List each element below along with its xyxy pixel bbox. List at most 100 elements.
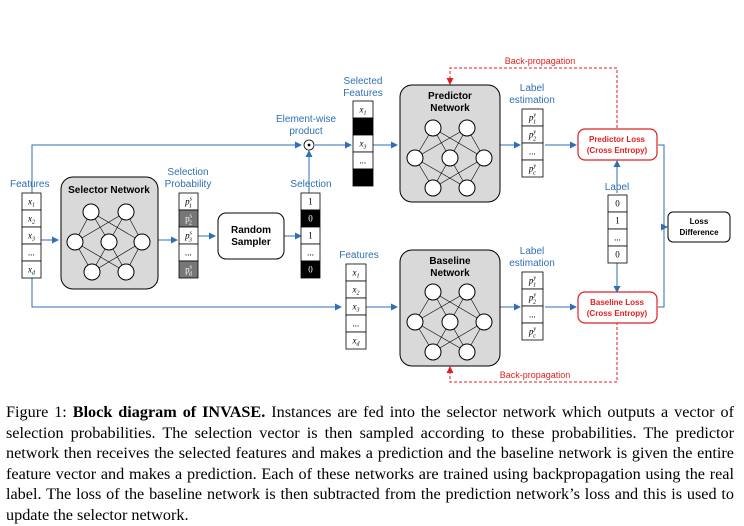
- element-wise-product: [303, 139, 315, 151]
- baseline-loss-subtitle: (Cross Entropy): [587, 309, 648, 318]
- predictor-network: Predictor Network: [399, 84, 501, 203]
- arrow-predictor-loss-to-difference: [658, 144, 668, 231]
- baseline-features-vector-value: xd: [352, 336, 361, 348]
- backprop-top-path: [446, 67, 618, 128]
- predictor-network-title-1: Predictor: [428, 91, 472, 102]
- label-estimation-bottom-1: Label: [520, 246, 544, 257]
- selected-features-vector-value: x1: [359, 105, 367, 117]
- caption-bold: Block diagram of INVASE.: [72, 403, 266, 421]
- label-vector-value: ...: [614, 233, 621, 243]
- arrow-features-to-baseline-features: [31, 278, 342, 311]
- baseline-features-vector-value: ...: [353, 319, 360, 329]
- selection-vector-value: 1: [308, 231, 313, 241]
- selected-features-vector: x1 x3...: [352, 100, 374, 187]
- baseline-estimation-vector-cell: [521, 322, 544, 341]
- selected-features-vector-cell: [352, 168, 374, 187]
- label-estimation-top-1: Label: [520, 83, 544, 94]
- baseline-features-vector-cell: [345, 331, 367, 350]
- baseline-network-title-2: Network: [430, 268, 470, 279]
- backprop-bottom-path: [446, 322, 618, 383]
- loss-difference-label-2: Difference: [679, 228, 719, 237]
- feature-vector-value: x2: [27, 214, 35, 226]
- backprop-bottom-label: Back-propagation: [500, 370, 571, 380]
- selection-probability-vector-cell: [178, 260, 199, 279]
- feature-vector-cell: [21, 260, 42, 279]
- baseline-network: Baseline Network: [399, 249, 501, 367]
- arrow-baseline-loss-to-difference: [658, 227, 665, 308]
- element-wise-label-2: product: [289, 126, 323, 137]
- selected-features-vector-value: ...: [360, 156, 367, 166]
- selection-vector-value: 1: [308, 197, 313, 207]
- feature-vector-value: x1: [27, 197, 35, 209]
- selection-vector-cell: [300, 260, 321, 279]
- caption-text: Instances are fed into the selector netw…: [6, 403, 735, 524]
- label-vector: 0 1... 0: [607, 194, 628, 264]
- baseline-network-title-1: Baseline: [429, 256, 471, 267]
- loss-difference-box: Loss Difference: [667, 211, 731, 243]
- selected-features-label-2: Features: [343, 88, 382, 99]
- caption-prefix: Figure 1:: [6, 403, 73, 421]
- invase-block-diagram: Features Selection Probability Selection…: [10, 56, 731, 383]
- label-vector-cell: [607, 245, 628, 264]
- selection-probability-vector-value: ...: [185, 248, 192, 258]
- loss-difference-label-1: Loss: [690, 217, 709, 226]
- selection-vector-value: 0: [308, 265, 313, 275]
- label-vector-value: 0: [615, 250, 620, 260]
- feature-vector-value: x3: [27, 231, 35, 243]
- label-vector-value: 0: [615, 199, 620, 209]
- predictor-estimation-vector-cell: [521, 159, 544, 178]
- baseline-loss-box: Baseline Loss (Cross Entropy): [577, 291, 658, 324]
- figure-caption: Figure 1: Block diagram of INVASE. Insta…: [6, 402, 734, 525]
- baseline-features-label: Features: [339, 250, 378, 261]
- selector-network: Selector Network: [60, 176, 159, 290]
- feature-vector: x1 x2 x3... xd: [21, 192, 42, 279]
- label-estimation-top-2: estimation: [509, 95, 555, 106]
- element-wise-label-1: Element-wise: [276, 114, 336, 125]
- random-sampler: Random Sampler: [217, 212, 285, 260]
- backprop-top-label: Back-propagation: [505, 56, 576, 66]
- features-label: Features: [10, 179, 49, 190]
- random-sampler-label-2: Sampler: [231, 237, 271, 248]
- baseline-estimation-vector-value: ...: [529, 310, 536, 320]
- baseline-features-vector-value: x1: [352, 268, 360, 280]
- selection-vector-value: ...: [307, 248, 314, 258]
- selection-probability-label-2: Probability: [165, 179, 212, 190]
- selected-features-vector-value: x3: [359, 139, 367, 151]
- predictor-network-title-2: Network: [430, 103, 470, 114]
- predictor-estimation-vector-value: ...: [529, 147, 536, 157]
- predictor-loss-title: Predictor Loss: [589, 135, 646, 144]
- baseline-loss-title: Baseline Loss: [590, 298, 644, 307]
- baseline-features-vector: x1 x2 x3... xd: [345, 263, 367, 350]
- predictor-loss-box: Predictor Loss (Cross Entropy): [577, 128, 658, 161]
- baseline-features-vector-value: x3: [352, 302, 360, 314]
- selection-vector: 1 0 1... 0: [300, 192, 321, 279]
- label-estimation-bottom-2: estimation: [509, 258, 555, 269]
- arrow-features-to-product: [31, 141, 302, 193]
- selector-network-title: Selector Network: [68, 185, 150, 196]
- label-vector-value: 1: [615, 216, 620, 226]
- selected-features-label-1: Selected: [344, 76, 383, 87]
- random-sampler-label-1: Random: [231, 225, 271, 236]
- selection-label: Selection: [290, 179, 331, 190]
- selection-vector-value: 0: [308, 214, 313, 224]
- baseline-features-vector-value: x2: [352, 285, 360, 297]
- feature-vector-value: xd: [27, 265, 36, 277]
- selected-features-vector-cell: [352, 117, 374, 136]
- predictor-loss-subtitle: (Cross Entropy): [587, 146, 648, 155]
- selection-probability-label-1: Selection: [167, 167, 208, 178]
- feature-vector-value: ...: [28, 248, 35, 258]
